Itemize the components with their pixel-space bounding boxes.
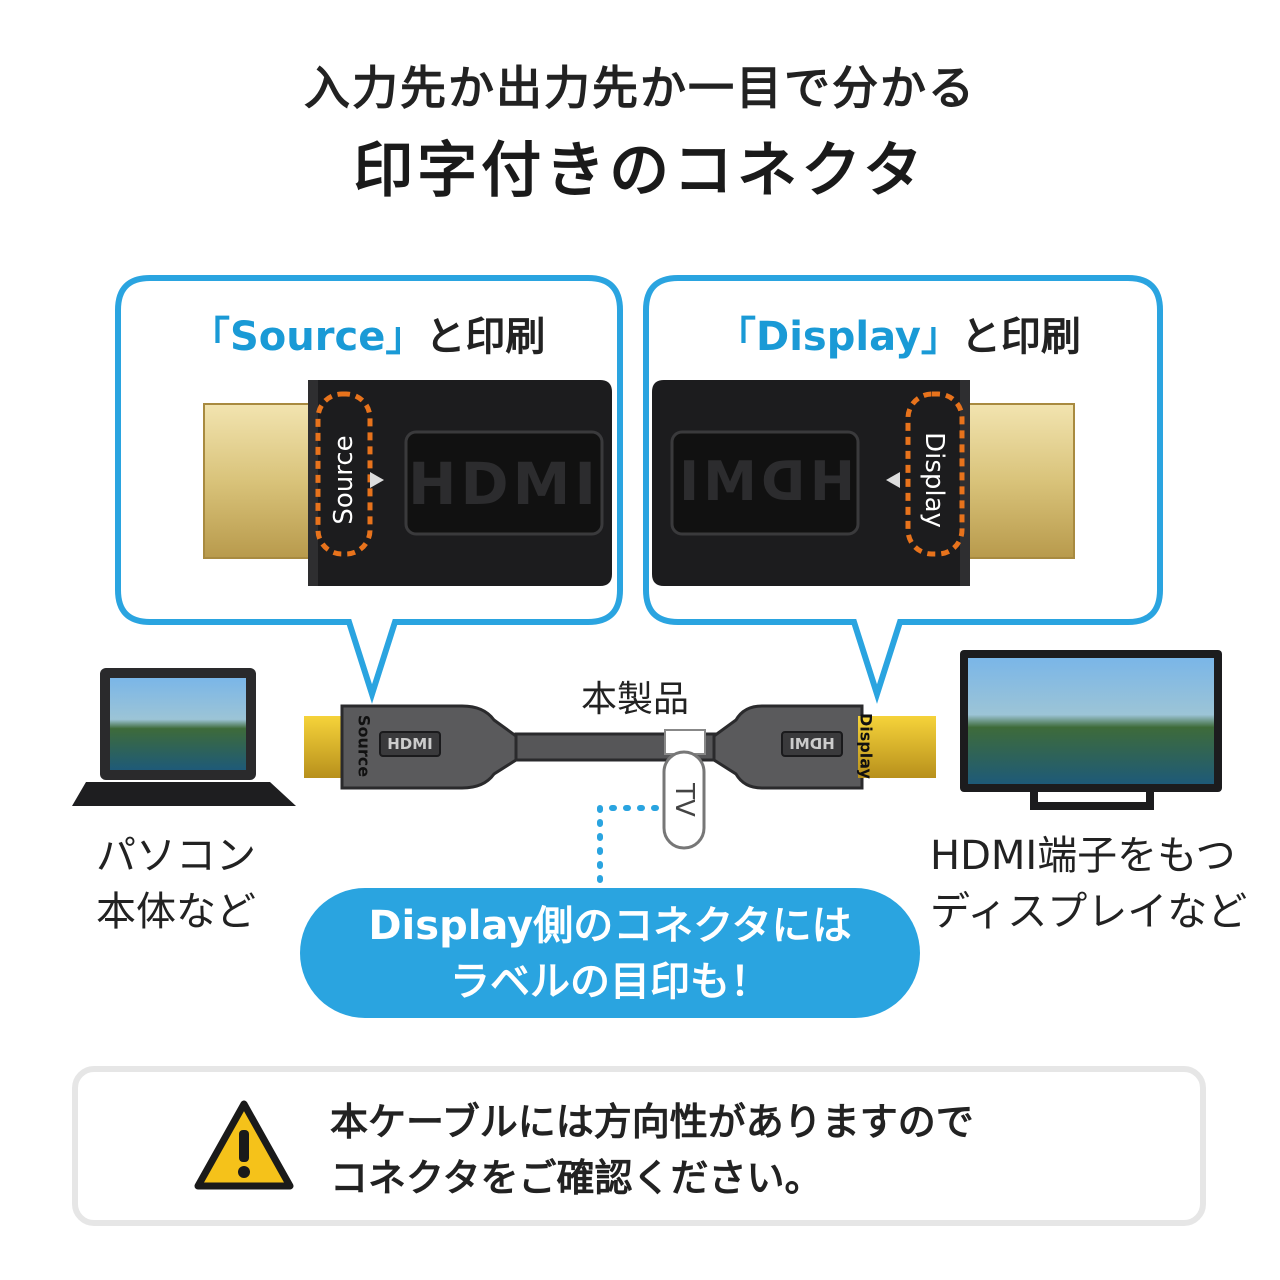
leader-line (597, 805, 659, 883)
hdmi-logo-left: HDMI (408, 450, 600, 518)
monitor-icon (960, 650, 1222, 810)
product-label: 本製品 (580, 679, 689, 720)
display-connector-large (652, 380, 1075, 586)
display-print-small: Display (856, 713, 876, 779)
hdmi-logo-right: HDMI (675, 450, 855, 513)
laptop-icon (72, 668, 296, 806)
notice-text: 本ケーブルには方向性がありますので コネクタをご確認ください。 (330, 1100, 974, 1200)
display-print: Display (919, 432, 949, 528)
source-print: Source (329, 435, 359, 525)
source-connector-large (203, 380, 612, 586)
right-device-label: HDMI端子をもつ ディスプレイなど (930, 833, 1248, 935)
callout-source-heading: 「Source」と印刷 (190, 314, 546, 360)
cable-illustration (304, 704, 936, 850)
hdmi-logo-small-left: HDMI (387, 735, 433, 753)
notice-box: 本ケーブルには方向性がありますので コネクタをご確認ください。 (72, 1066, 1206, 1226)
warning-icon (194, 1100, 294, 1190)
main-title: 印字付きのコネクタ (353, 136, 927, 206)
tv-tag: TV (669, 783, 699, 817)
callout-display-heading: 「Display」と印刷 (716, 314, 1081, 360)
display-label-bubble: Display側のコネクタには ラベルの目印も！ (300, 888, 920, 1018)
headline: 入力先か出力先か一目で分かる (304, 61, 976, 115)
hdmi-logo-small-right: HDMI (789, 735, 835, 753)
left-device-label: パソコン 本体など (96, 833, 256, 935)
source-print-small: Source (354, 714, 374, 778)
